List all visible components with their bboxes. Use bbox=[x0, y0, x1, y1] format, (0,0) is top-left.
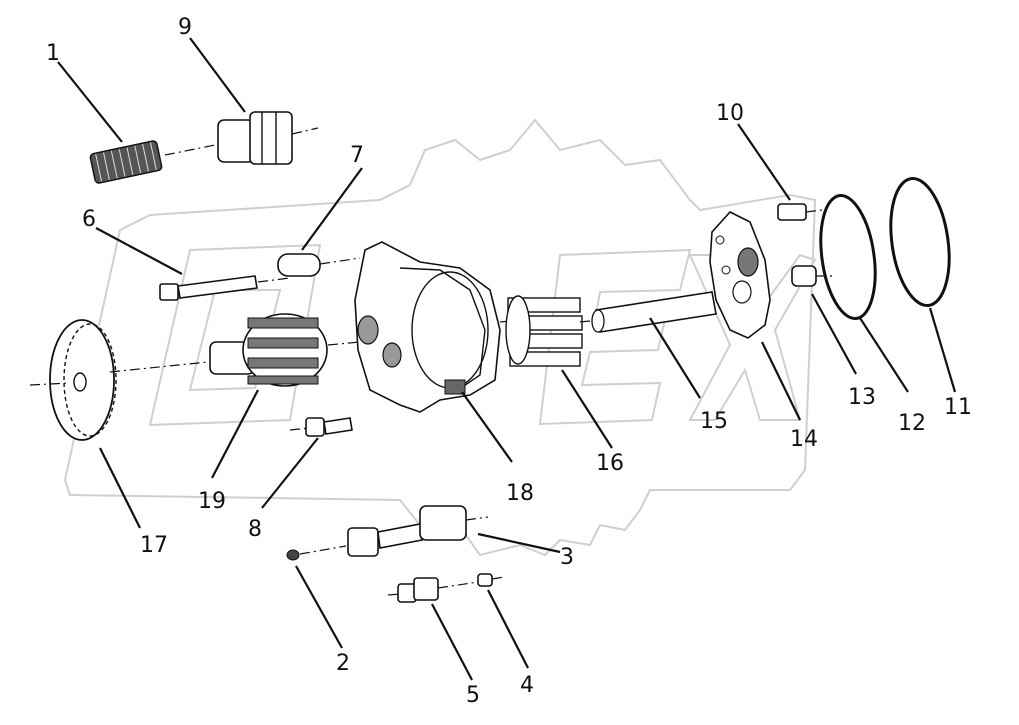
callout-4: 4 bbox=[520, 673, 534, 698]
part-18-pump-body bbox=[354, 241, 521, 413]
part-5-fitting bbox=[387, 577, 479, 603]
callout-17: 17 bbox=[140, 533, 168, 558]
callout-2: 2 bbox=[336, 651, 350, 676]
callout-19: 19 bbox=[198, 489, 226, 514]
part-19-gear bbox=[109, 313, 361, 387]
part-7-dowel bbox=[277, 253, 361, 277]
callout-10: 10 bbox=[716, 101, 744, 126]
callout-15: 15 bbox=[700, 409, 728, 434]
watermark-letter-o bbox=[148, 243, 322, 427]
part-10-bolt bbox=[777, 203, 823, 221]
watermark-letter-e bbox=[538, 248, 692, 426]
callout-13: 13 bbox=[848, 385, 876, 410]
callout-16: 16 bbox=[596, 451, 624, 476]
part-1-spring bbox=[89, 140, 216, 184]
part-12-o-ring bbox=[819, 193, 877, 321]
part-16-rotor bbox=[505, 295, 601, 367]
part-2-ball bbox=[286, 549, 300, 561]
callout-9: 9 bbox=[178, 15, 192, 40]
callout-7: 7 bbox=[350, 143, 364, 168]
part-13-plug bbox=[791, 265, 836, 287]
part-17-drive-gear bbox=[29, 319, 117, 441]
part-4-pin bbox=[477, 573, 505, 587]
callout-1: 1 bbox=[46, 41, 60, 66]
part-14-cover-plate bbox=[709, 211, 771, 339]
leader-lines bbox=[57, 37, 957, 681]
callout-5: 5 bbox=[466, 683, 480, 708]
callout-11: 11 bbox=[944, 395, 972, 420]
part-15-shaft bbox=[591, 291, 739, 333]
callout-12: 12 bbox=[898, 411, 926, 436]
callout-14: 14 bbox=[790, 427, 818, 452]
callout-8: 8 bbox=[248, 517, 262, 542]
part-9-plug bbox=[217, 111, 319, 165]
part-8-bolt bbox=[289, 417, 353, 437]
callout-18: 18 bbox=[506, 481, 534, 506]
callout-labels: 1 9 7 6 10 11 12 13 14 15 16 18 19 8 17 … bbox=[46, 15, 972, 708]
part-3-valve bbox=[299, 505, 489, 557]
part-11-o-ring bbox=[889, 177, 951, 307]
part-6-bolt bbox=[159, 275, 291, 301]
callout-6: 6 bbox=[82, 207, 96, 232]
callout-3: 3 bbox=[560, 545, 574, 570]
